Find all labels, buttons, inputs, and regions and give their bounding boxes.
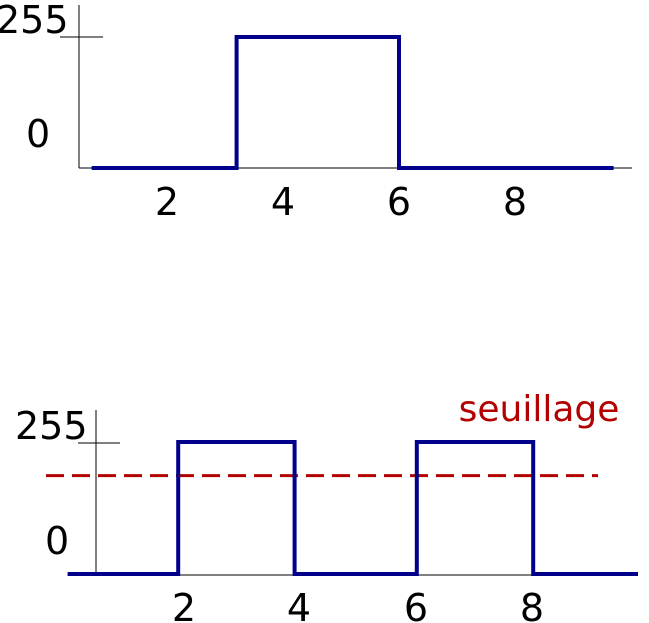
bottom-signal-line — [67, 440, 638, 576]
bottom-x-label-8: 8 — [520, 586, 544, 623]
bottom-y-label-255: 255 — [15, 404, 88, 448]
top-x-label-4: 4 — [271, 180, 295, 224]
bottom-x-label-2: 2 — [172, 586, 196, 623]
threshold-label: seuillage — [459, 389, 620, 430]
top-signal-line — [91, 35, 614, 170]
bottom-x-label-4: 4 — [287, 586, 311, 623]
top-x-label-6: 6 — [387, 180, 411, 224]
bottom-x-label-6: 6 — [404, 586, 428, 623]
top-y-label-0: 0 — [26, 112, 50, 156]
bottom-chart: 255 0 2 4 6 8 seuillage — [15, 389, 638, 623]
top-x-label-8: 8 — [503, 180, 527, 224]
top-x-label-2: 2 — [155, 180, 179, 224]
bottom-y-label-0: 0 — [45, 519, 69, 563]
top-chart: 255 0 2 4 6 8 — [0, 0, 632, 224]
top-y-label-255: 255 — [0, 0, 69, 42]
